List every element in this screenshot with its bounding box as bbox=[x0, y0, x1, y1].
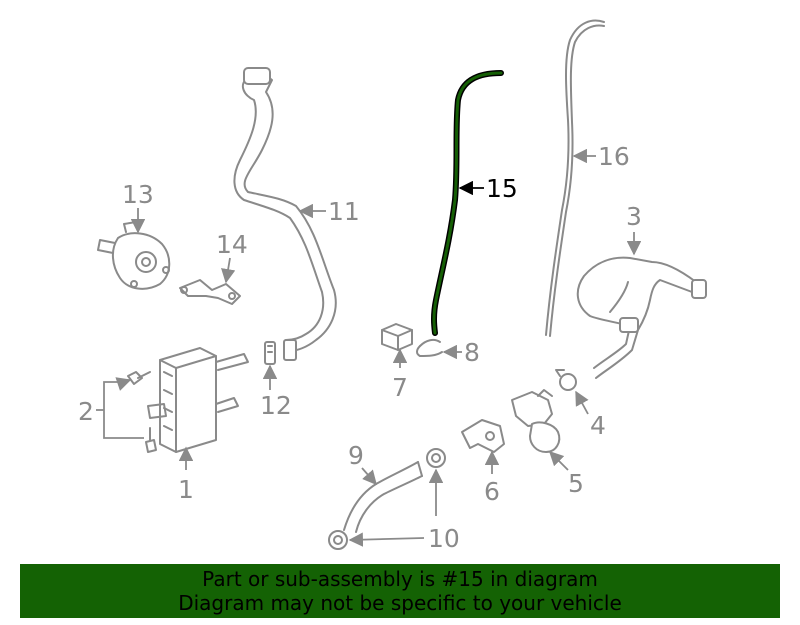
part-11-hose[interactable] bbox=[233, 67, 337, 361]
banner-line-1: Part or sub-assembly is #15 in diagram bbox=[202, 567, 598, 591]
part-4-clamp[interactable] bbox=[555, 369, 577, 391]
callout-7[interactable]: 7 bbox=[392, 373, 408, 402]
part-10-clamps[interactable] bbox=[328, 448, 446, 550]
callout-1[interactable]: 1 bbox=[178, 475, 194, 504]
callout-4[interactable]: 4 bbox=[590, 411, 606, 440]
callout-5[interactable]: 5 bbox=[568, 469, 584, 498]
callout-16[interactable]: 16 bbox=[598, 142, 630, 171]
callout-13[interactable]: 13 bbox=[122, 180, 154, 209]
part-7-fitting[interactable] bbox=[381, 323, 413, 351]
callouts: 15 16 3 11 13 14 8 7 4 12 2 1 5 6 9 10 bbox=[78, 142, 642, 553]
callout-6[interactable]: 6 bbox=[484, 477, 500, 506]
part-6-bracket[interactable] bbox=[461, 419, 505, 453]
part-16-tube[interactable] bbox=[545, 19, 605, 337]
callout-11[interactable]: 11 bbox=[328, 197, 360, 226]
part-12-clip[interactable] bbox=[264, 341, 276, 365]
part-13-pump[interactable] bbox=[97, 221, 171, 290]
leader-lines bbox=[96, 148, 642, 547]
callout-2[interactable]: 2 bbox=[78, 397, 94, 426]
part-14-bracket[interactable] bbox=[179, 279, 241, 305]
part-15-hose[interactable] bbox=[431, 70, 504, 336]
part-2-bolts[interactable] bbox=[127, 371, 157, 453]
banner-line-2: Diagram may not be specific to your vehi… bbox=[178, 591, 622, 615]
part-1-oil-cooler[interactable] bbox=[147, 347, 249, 453]
callout-9[interactable]: 9 bbox=[348, 441, 364, 470]
callout-3[interactable]: 3 bbox=[626, 202, 642, 231]
callout-10[interactable]: 10 bbox=[428, 524, 460, 553]
callout-15[interactable]: 15 bbox=[486, 174, 518, 203]
part-9-hose[interactable] bbox=[343, 461, 423, 533]
parts-diagram: 15 16 3 11 13 14 8 7 4 12 2 1 5 6 9 10 bbox=[78, 19, 707, 553]
part-8-hose[interactable] bbox=[416, 338, 443, 357]
info-banner: Part or sub-assembly is #15 in diagram D… bbox=[20, 564, 780, 618]
callout-8[interactable]: 8 bbox=[464, 338, 480, 367]
part-3-hose[interactable] bbox=[576, 256, 707, 379]
callout-14[interactable]: 14 bbox=[216, 230, 248, 259]
part-5-fitting[interactable] bbox=[511, 389, 561, 453]
callout-12[interactable]: 12 bbox=[260, 391, 292, 420]
highlight-color-stroke bbox=[432, 71, 503, 335]
